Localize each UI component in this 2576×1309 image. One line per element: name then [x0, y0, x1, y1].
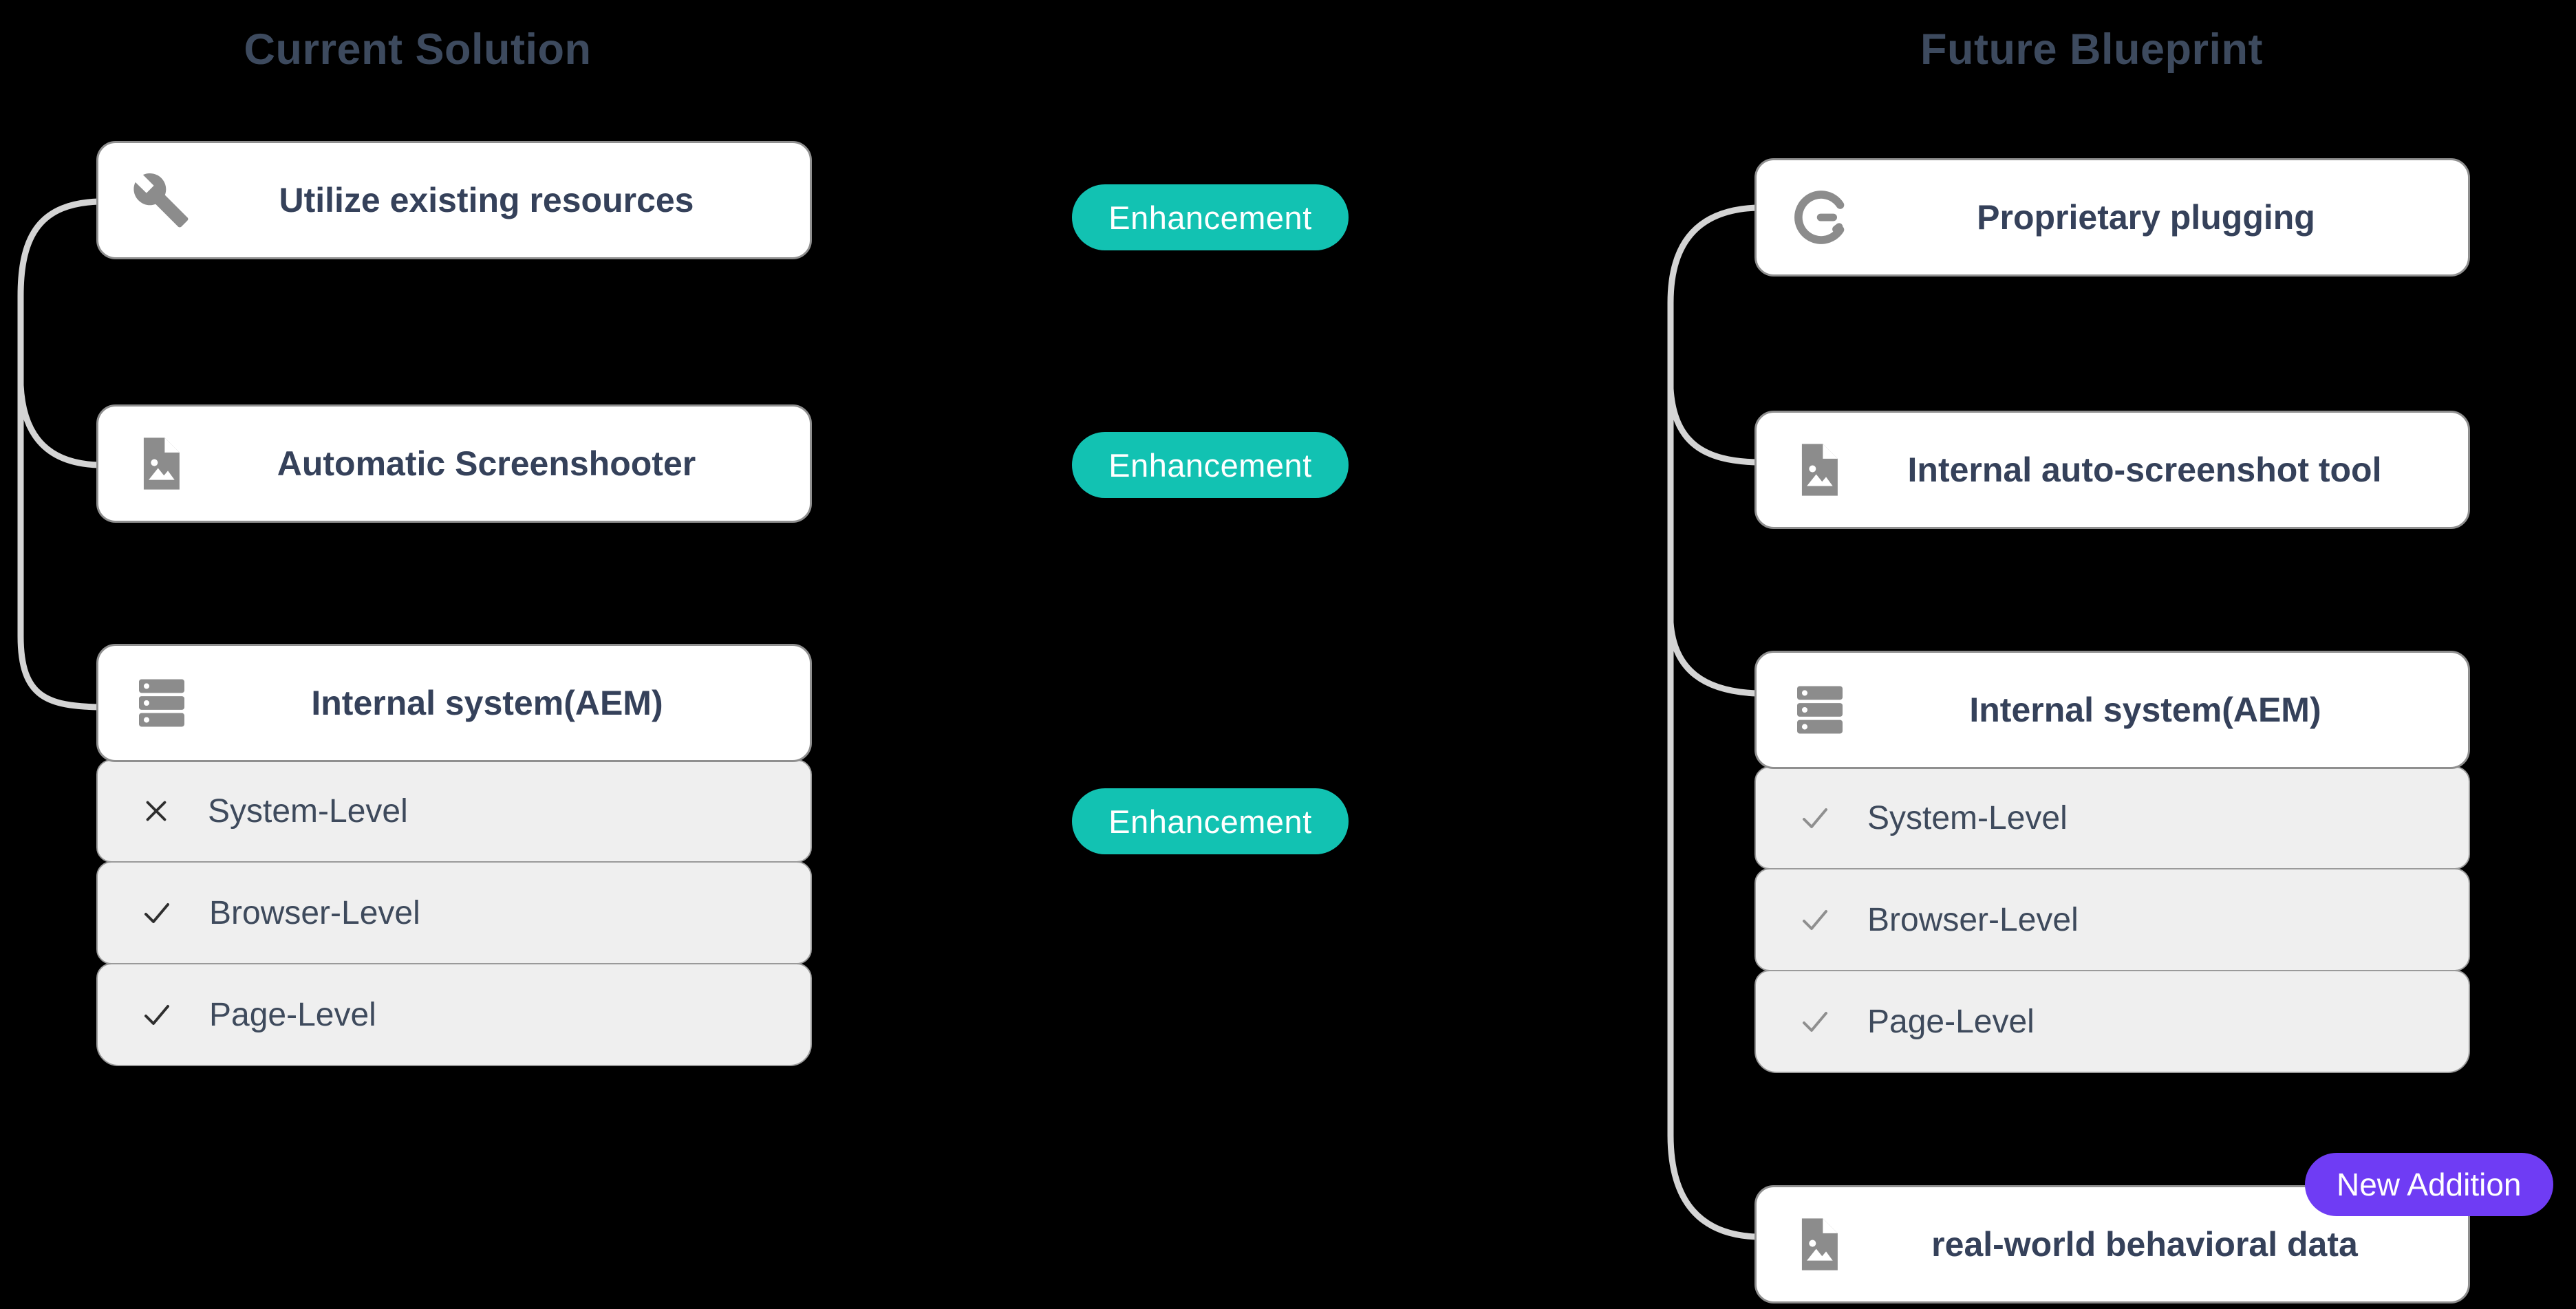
check-icon [140, 998, 173, 1031]
card-label: Automatic Screenshooter [277, 444, 696, 483]
list-item-browser-level: Browser-Level [1754, 868, 2470, 971]
list-item-page-level: Page-Level [1754, 970, 2470, 1073]
check-icon [1799, 1005, 1832, 1038]
plug-cycle-icon [1790, 186, 1852, 248]
list-item-system-level: System-Level [96, 759, 812, 863]
card-automatic-screenshooter: Automatic Screenshooter [96, 404, 812, 523]
card-label: Proprietary plugging [1977, 198, 2315, 237]
check-icon [1799, 903, 1832, 936]
card-proprietary-plugging: Proprietary plugging [1754, 158, 2470, 277]
list-item-label: System-Level [208, 792, 408, 830]
card-label: Internal auto-screenshot tool [1907, 451, 2382, 489]
check-icon [140, 896, 173, 929]
card-label: Internal system(AEM) [1969, 691, 2321, 729]
list-item-label: Browser-Level [209, 894, 420, 931]
card-internal-system-aem-left: Internal system(AEM) [96, 644, 812, 762]
image-file-icon [131, 434, 191, 493]
new-addition-badge: New Addition [2305, 1153, 2553, 1216]
x-icon [140, 795, 172, 827]
check-icon [1799, 801, 1832, 834]
card-internal-auto-screenshot-tool: Internal auto-screenshot tool [1754, 411, 2470, 529]
list-item-page-level: Page-Level [96, 963, 812, 1066]
server-icon [1790, 680, 1850, 740]
list-item-system-level: System-Level [1754, 766, 2470, 869]
list-item-browser-level: Browser-Level [96, 861, 812, 964]
list-item-label: System-Level [1867, 799, 2068, 836]
server-icon [131, 673, 192, 733]
card-label: real-world behavioral data [1931, 1225, 2358, 1264]
right-section-title: Future Blueprint [1920, 25, 2263, 74]
image-file-icon [1790, 1215, 1849, 1274]
left-section-title: Current Solution [244, 25, 592, 74]
card-utilize-existing-resources: Utilize existing resources [96, 141, 812, 259]
list-item-label: Browser-Level [1867, 901, 2079, 938]
card-label: Internal system(AEM) [311, 684, 663, 722]
card-internal-system-aem-right: Internal system(AEM) [1754, 651, 2470, 769]
enhancement-pill: Enhancement [1072, 184, 1349, 250]
connector-right [1667, 204, 1760, 1240]
list-item-label: Page-Level [209, 996, 376, 1033]
enhancement-pill: Enhancement [1072, 432, 1349, 498]
enhancement-pill: Enhancement [1072, 788, 1349, 854]
image-file-icon [1790, 440, 1849, 499]
card-label: Utilize existing resources [279, 181, 694, 219]
connector-left [17, 198, 102, 711]
list-item-label: Page-Level [1867, 1003, 2035, 1040]
wrench-icon [131, 171, 191, 230]
